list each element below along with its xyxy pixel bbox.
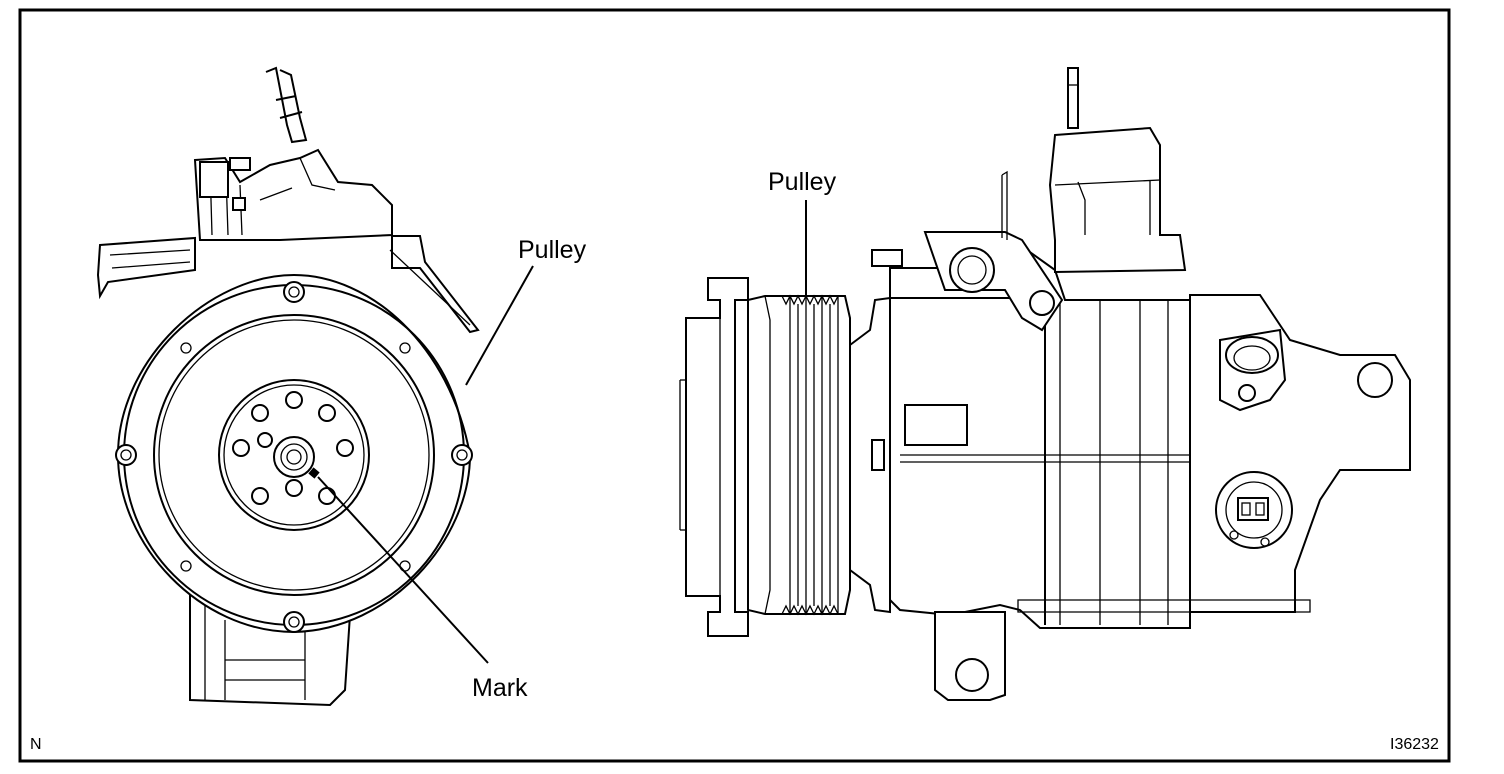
- pulley-label-right: Pulley: [768, 168, 837, 196]
- front-view-compressor: [96, 66, 480, 707]
- alignment-mark: [308, 467, 320, 479]
- mark-label: Mark: [472, 674, 528, 702]
- corner-code: N: [30, 736, 42, 753]
- side-view-compressor: [679, 67, 1411, 701]
- figure-id: I36232: [1390, 736, 1439, 753]
- pulley-label-left: Pulley: [518, 236, 587, 264]
- pulley-grooves: [781, 294, 839, 616]
- mark-leader: [317, 476, 489, 664]
- pulley-leader-left: [465, 265, 534, 386]
